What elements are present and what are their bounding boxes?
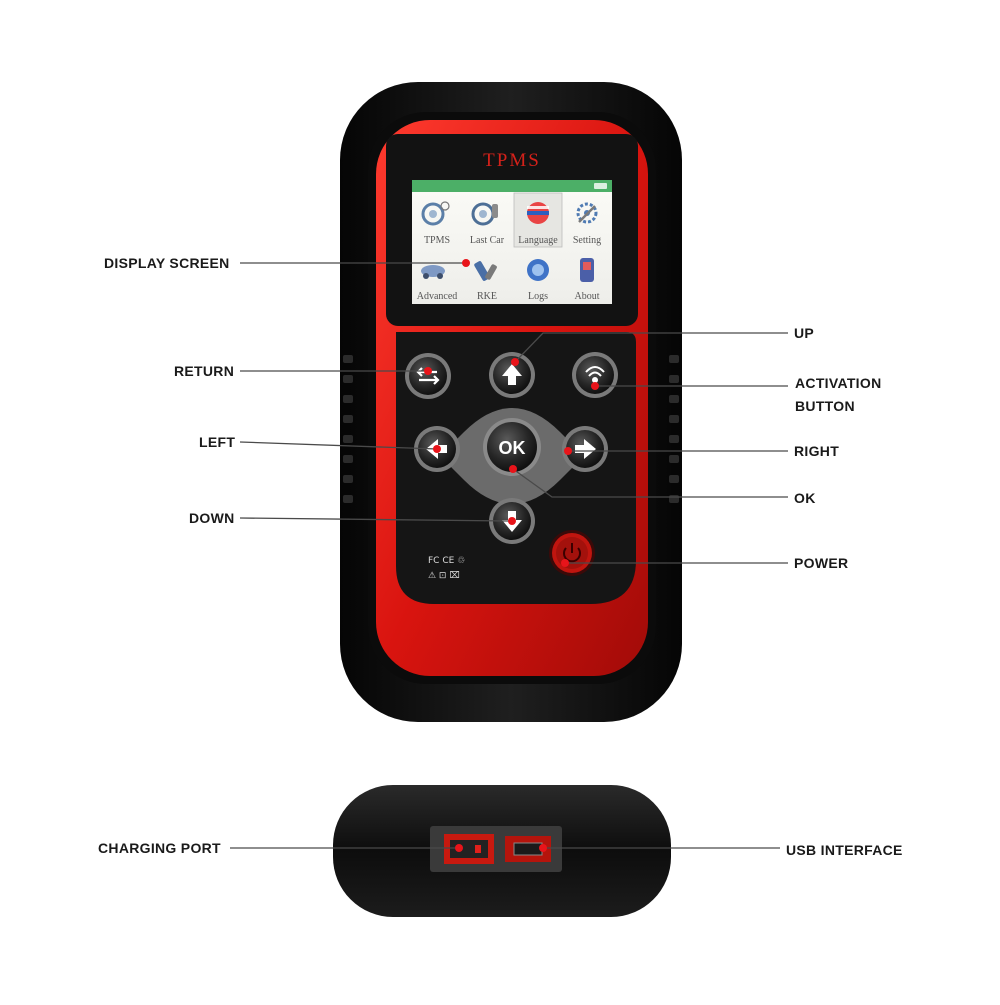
callout-dots [424, 259, 599, 852]
ok-button[interactable]: OK [483, 418, 541, 476]
callout-down: DOWN [189, 510, 235, 526]
callout-dot [433, 445, 441, 453]
menu-item-label: Advanced [417, 291, 458, 302]
display-screen: TPMS Last Car Language Setting [412, 180, 612, 304]
callout-right: RIGHT [794, 443, 840, 459]
power-button[interactable] [549, 530, 595, 576]
device-icon [580, 258, 594, 282]
menu-item-label: Setting [573, 235, 601, 246]
callout-dot [424, 367, 432, 375]
callout-dot [564, 447, 572, 455]
callout-dot [462, 259, 470, 267]
brand-label: TPMS [483, 150, 541, 171]
side-grips [343, 355, 679, 503]
callout-lines [230, 262, 788, 849]
certification-marks-bottom: ⚠ ⊡ ⌧ [428, 571, 460, 581]
callout-display-screen: DISPLAY SCREEN [104, 255, 230, 271]
certification-marks-top: FC CE ♲ [428, 556, 465, 566]
remote-key-icon [474, 261, 497, 281]
callout-power: POWER [794, 555, 849, 571]
menu-item-label: Logs [528, 291, 548, 302]
callout-up: UP [794, 325, 815, 341]
callout-activation-line2: BUTTON [795, 398, 855, 414]
callout-dot [511, 358, 519, 366]
callout-return: RETURN [174, 363, 235, 379]
menu-item-label: Last Car [470, 235, 505, 246]
right-button[interactable] [562, 426, 608, 472]
tire-sensor-icon [421, 201, 450, 226]
callout-dot [561, 559, 569, 567]
callout-dot [509, 465, 517, 473]
callout-activation-line1: ACTIVATION [795, 375, 882, 391]
callout-dot [455, 844, 463, 852]
callout-left: LEFT [199, 434, 236, 450]
callout-usb-interface: USB INTERFACE [786, 842, 903, 858]
car-wheel-icon [471, 202, 498, 226]
lcd [412, 180, 612, 304]
menu-item-label: Language [518, 235, 558, 246]
arrow-right-icon [575, 439, 596, 459]
handheld-device: TPMS [340, 82, 682, 722]
callout-dot [539, 844, 547, 852]
menu-item-label: TPMS [424, 235, 450, 246]
callout-charging-port: CHARGING PORT [98, 840, 221, 856]
device-bottom-view [333, 785, 671, 917]
logs-globe-icon [527, 259, 549, 281]
power-icon [563, 543, 581, 563]
flag-globe-icon [527, 202, 549, 224]
charging-port-pin [475, 845, 481, 853]
menu-item-label: About [575, 291, 600, 302]
gear-wrench-icon [576, 202, 598, 224]
menu-item-label: RKE [477, 291, 497, 302]
battery-icon [594, 183, 607, 189]
lcd-status-bar [412, 180, 612, 192]
callout-dot [508, 517, 516, 525]
callout-ok: OK [794, 490, 816, 506]
arrow-up-icon [502, 364, 522, 385]
callout-dot [591, 382, 599, 390]
ok-label: OK [499, 438, 526, 458]
advanced-car-icon [421, 265, 445, 279]
return-button[interactable] [405, 353, 451, 399]
activation-button[interactable] [572, 352, 618, 398]
up-button[interactable] [489, 352, 535, 398]
usb-socket [513, 842, 543, 856]
